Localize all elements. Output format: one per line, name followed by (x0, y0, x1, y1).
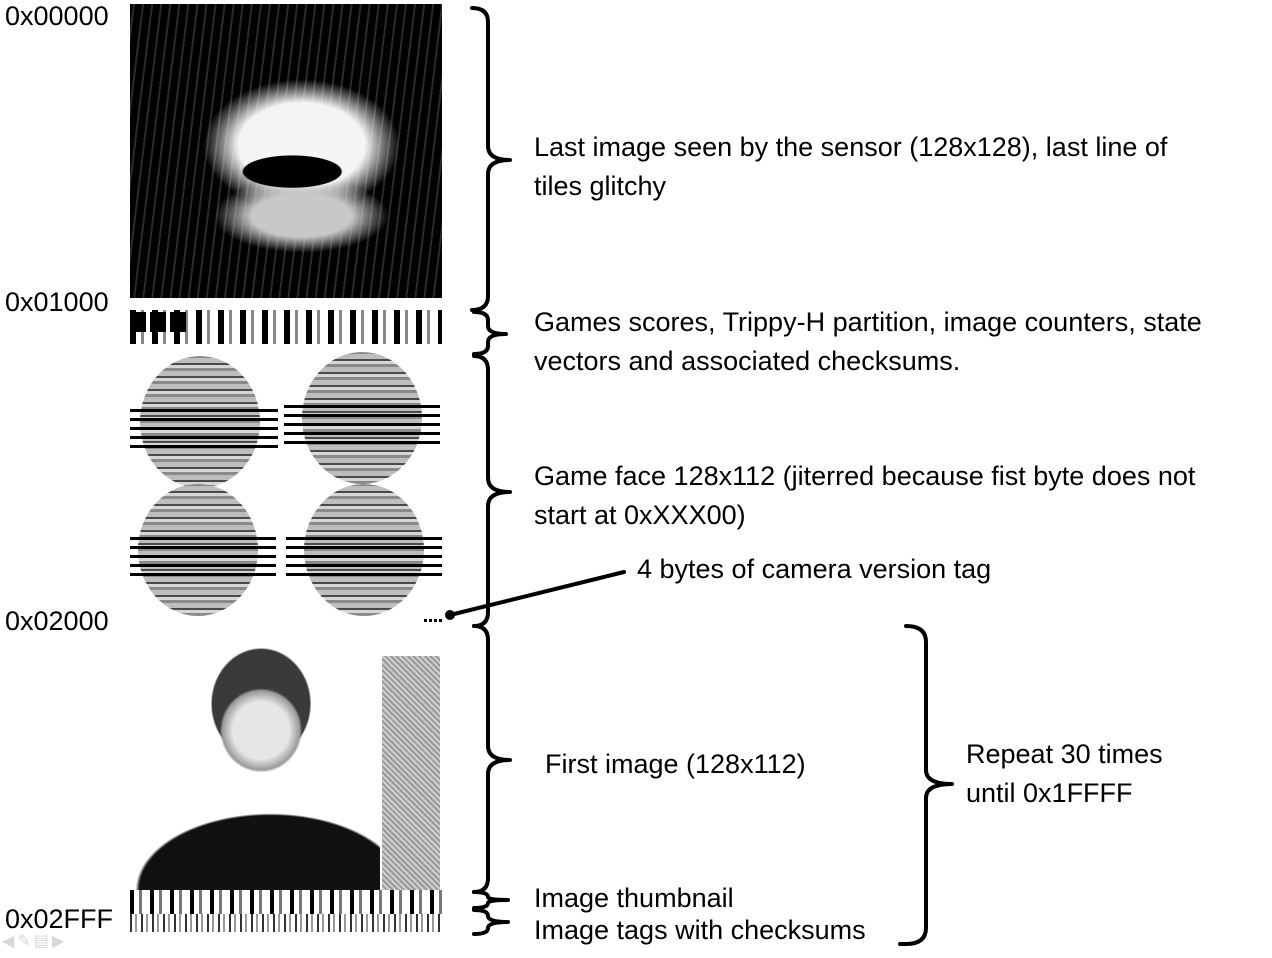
label-thumbnail: Image thumbnail (534, 883, 734, 913)
brace-tags (472, 908, 510, 936)
brace-thumbnail (472, 890, 510, 910)
nav-pen-icon[interactable]: ✎ (17, 931, 34, 950)
last-sensor-image (130, 4, 442, 298)
brace-game-face (472, 354, 512, 628)
label-repeat-line1: Repeat 30 times (966, 739, 1163, 769)
label-first-image: First image (128x112) (545, 749, 806, 779)
game-face-tile (130, 356, 278, 488)
game-face-tile (286, 484, 442, 616)
label-repeat-line2: until 0x1FFFF (966, 778, 1133, 808)
image-thumbnail-strip (130, 890, 442, 914)
first-image (130, 624, 442, 890)
version-tag-pointer (448, 570, 626, 617)
slide-nav: ◀✎▤▶ (2, 931, 67, 950)
label-last-image-line2: tiles glitchy (534, 171, 667, 201)
label-version-tag: 4 bytes of camera version tag (637, 554, 992, 584)
label-game-face-line2: start at 0xXXX00) (534, 500, 746, 530)
game-face-tile (284, 352, 440, 484)
nav-arrow-left-icon[interactable]: ◀ (2, 931, 18, 950)
address-0x00000: 0x00000 (5, 1, 109, 31)
label-last-image-line1: Last image seen by the sensor (128x128),… (534, 132, 1168, 162)
address-0x02000: 0x02000 (5, 606, 109, 636)
version-tag-dot (445, 610, 455, 620)
label-game-face-line1: Game face 128x112 (jiterred because fist… (534, 461, 1196, 491)
label-scores-line1: Games scores, Trippy-H partition, image … (534, 307, 1202, 337)
label-tags: Image tags with checksums (534, 915, 866, 945)
nav-menu-icon[interactable]: ▤ (33, 931, 52, 950)
nav-arrow-right-icon[interactable]: ▶ (51, 931, 68, 950)
game-face-block (130, 350, 442, 624)
brace-last-image (470, 6, 512, 312)
image-tags-strip (130, 914, 442, 932)
game-face-tile (130, 484, 276, 616)
scores-data-block (130, 310, 442, 344)
brace-scores (472, 310, 508, 356)
label-scores-line2: vectors and associated checksums. (534, 346, 961, 376)
brace-repeat (904, 624, 954, 946)
address-0x01000: 0x01000 (5, 287, 109, 317)
address-0x02fff: 0x02FFF (5, 904, 114, 934)
brace-first-image (472, 624, 512, 894)
